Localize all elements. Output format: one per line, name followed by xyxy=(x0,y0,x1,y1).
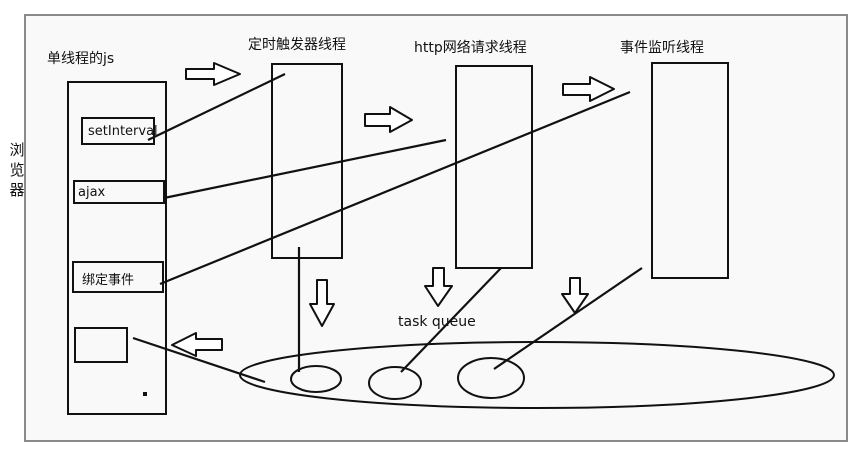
timer-thread-title: 定时触发器线程 xyxy=(248,37,346,53)
task-queue-label: task queue xyxy=(398,314,476,330)
arrow-right-3 xyxy=(562,76,615,102)
arrow-down-1 xyxy=(309,279,335,327)
ajax-box xyxy=(73,180,165,204)
task-item-3 xyxy=(457,357,525,399)
js-stack-box xyxy=(67,81,167,415)
browser-label-text: 浏览器 xyxy=(9,141,25,199)
event-thread-title: 事件监听线程 xyxy=(620,40,704,56)
arrow-right-1 xyxy=(185,62,241,86)
bind-event-label: 绑定事件 xyxy=(82,273,135,288)
ajax-label: ajax xyxy=(78,185,106,200)
task-item-1 xyxy=(290,365,342,393)
diagram-frame xyxy=(24,14,848,442)
http-thread-box xyxy=(455,65,533,269)
http-thread-title: http网络请求线程 xyxy=(414,40,527,56)
arrow-down-3 xyxy=(561,277,589,314)
arrow-left-callback xyxy=(171,332,223,357)
arrow-right-2 xyxy=(364,106,413,133)
task-item-2 xyxy=(368,366,422,400)
setinterval-box xyxy=(81,117,155,145)
event-thread-box xyxy=(651,62,729,279)
bind-event-box xyxy=(72,261,164,293)
browser-label: 浏览器 xyxy=(6,140,28,200)
timer-thread-box xyxy=(271,63,343,259)
arrow-down-2 xyxy=(424,267,453,307)
js-title: 单线程的js xyxy=(47,51,115,67)
connector-lines xyxy=(132,73,643,384)
setinterval-label: setInterval xyxy=(88,124,158,139)
callback-box xyxy=(74,327,128,363)
small-dot xyxy=(143,392,147,396)
task-queue-ellipse xyxy=(239,341,835,409)
